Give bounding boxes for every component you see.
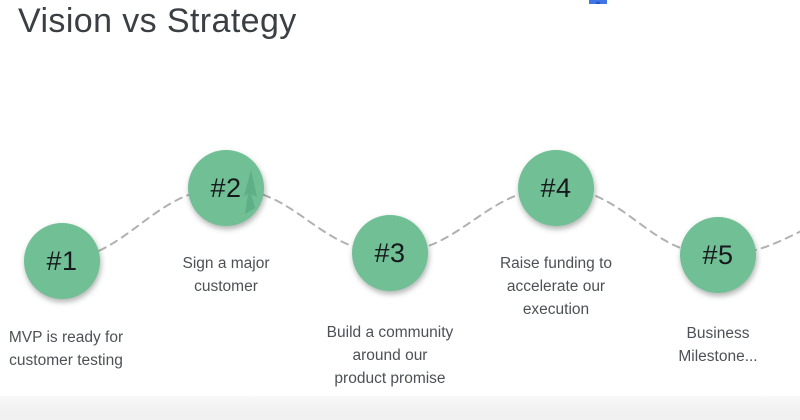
cursor-artifact (244, 170, 257, 214)
slide-title: Vision vs Strategy (18, 2, 297, 40)
caption-line: Milestone... (678, 348, 758, 365)
caption-line: Raise funding to (499, 255, 613, 272)
milestone-number-3: #3 (374, 237, 406, 268)
caption-line: around our (352, 347, 428, 364)
caption-line: product promise (334, 370, 446, 387)
milestone-circle-1: #1 (24, 223, 100, 299)
milestone-caption-2: Sign a major customer (126, 252, 326, 298)
blue-ui-fragment-notch (596, 2, 600, 4)
caption-line: customer (194, 278, 258, 295)
milestone-circle-5: #5 (680, 217, 756, 293)
caption-line: accelerate our (506, 278, 606, 295)
milestone-circle-4: #4 (518, 150, 594, 226)
caption-line: Build a community (326, 324, 454, 341)
milestone-caption-3: Build a community around our product pro… (290, 321, 490, 390)
milestone-number-4: #4 (540, 172, 572, 203)
milestone-caption-4: Raise funding to accelerate our executio… (456, 252, 656, 321)
milestone-circle-3: #3 (352, 215, 428, 291)
milestone-caption-5: Business Milestone... (618, 322, 800, 368)
milestone-number-5: #5 (702, 239, 734, 270)
bottom-band (0, 396, 800, 420)
caption-line: execution (522, 301, 590, 318)
milestone-circle-2: #2 (188, 150, 264, 226)
caption-line: Business (686, 325, 750, 342)
caption-line: customer testing (9, 352, 123, 369)
milestone-number-1: #1 (46, 245, 78, 276)
blue-ui-fragment (589, 0, 607, 4)
caption-line: Sign a major (182, 255, 270, 272)
milestone-number-2: #2 (210, 172, 242, 203)
milestone-caption-1: MVP is ready for customer testing (0, 326, 166, 372)
caption-line: MVP is ready for (8, 329, 124, 346)
